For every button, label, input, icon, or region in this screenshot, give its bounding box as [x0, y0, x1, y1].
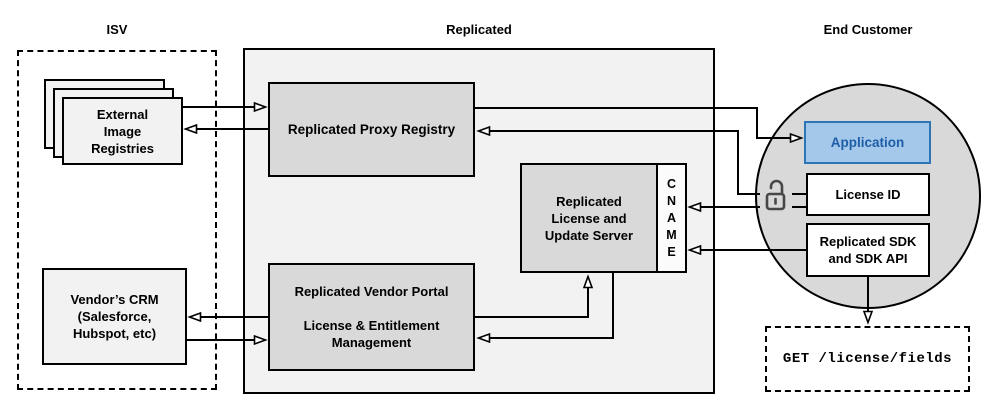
license-update-server-node: Replicated License and Update Server — [520, 163, 658, 273]
isv-section-title: ISV — [106, 22, 128, 37]
unlocked-padlock-icon — [760, 178, 792, 218]
end-customer-section-title: End Customer — [823, 22, 913, 37]
application-node: Application — [804, 121, 931, 164]
get-license-fields-box — [765, 326, 970, 392]
replicated-proxy-registry-node: Replicated Proxy Registry — [268, 82, 475, 177]
external-image-registries-node: External Image Registries — [62, 97, 183, 165]
vendor-portal-node: Replicated Vendor Portal License & Entit… — [268, 263, 475, 371]
license-id-node: License ID — [806, 173, 930, 216]
cname-node: C N A M E — [656, 163, 687, 273]
replicated-sdk-node: Replicated SDK and SDK API — [806, 223, 930, 277]
get-license-fields-label: GET /license/fields — [782, 351, 953, 367]
replicated-section-title: Replicated — [446, 22, 512, 37]
vendors-crm-node: Vendor’s CRM (Salesforce, Hubspot, etc) — [42, 268, 187, 365]
